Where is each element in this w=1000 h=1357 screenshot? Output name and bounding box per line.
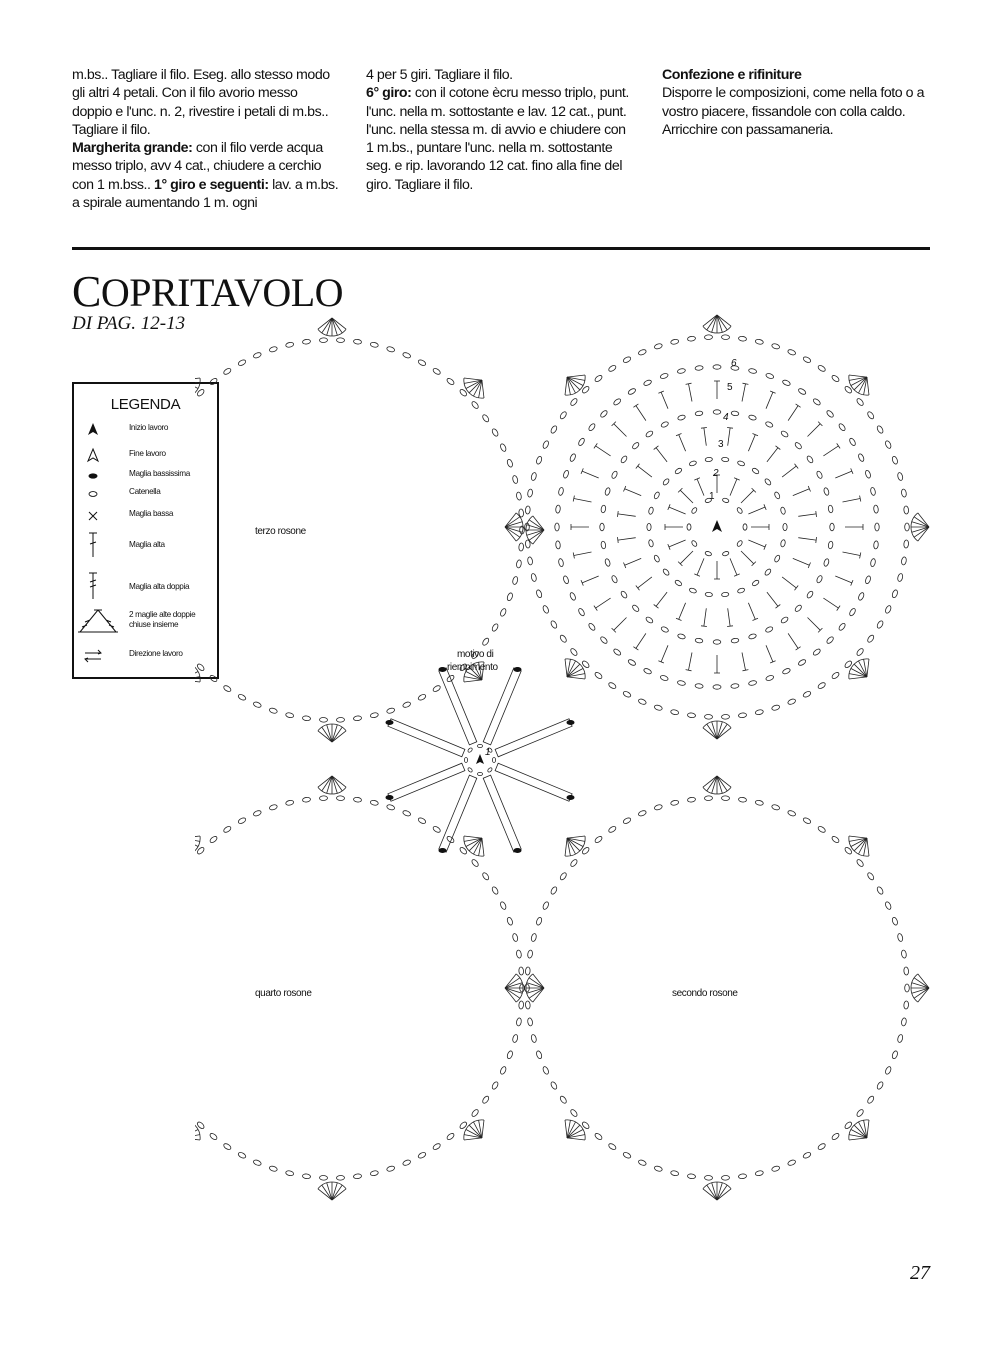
round-number-2: 2 <box>712 468 719 479</box>
start-arrow-icon <box>88 423 98 435</box>
end-arrow-icon <box>86 447 100 463</box>
bold-heading: Margherita grande: <box>72 140 193 157</box>
paragraph-text: lav. a m.bs. a spirale aumentando 1 m. o… <box>72 176 339 212</box>
diagram-drawing <box>195 314 930 1201</box>
section-heading: Confezione e rifiniture <box>662 67 802 83</box>
text-column-1: m.bs.. Tagliare il filo. Eseg. allo stes… <box>72 66 340 212</box>
cluster-stitch-icon <box>78 609 118 633</box>
title-initial: C <box>72 267 101 316</box>
round-number-6: 6 <box>731 358 737 369</box>
treble-crochet-icon <box>89 572 97 599</box>
legend-box: LEGENDA Inizio lavoro Fine lavoro Maglia… <box>72 382 219 679</box>
round-number-3: 3 <box>718 439 724 450</box>
label-motivo-line1: motivo di <box>457 649 494 660</box>
legend-item-single-crochet: Maglia bassa <box>74 506 217 526</box>
bold-heading: 6° giro: <box>366 85 412 102</box>
legend-item-chain: Catenella <box>74 484 217 504</box>
label-quarto-rosone: quarto rosone <box>255 988 312 999</box>
paragraph: Margherita grande: con il filo verde acq… <box>72 139 340 212</box>
legend-item-slip-stitch: Maglia bassissima <box>74 466 217 486</box>
paragraph: Disporre le composizioni, come nella fot… <box>662 85 925 138</box>
legend-label: Direzione lavoro <box>129 649 183 658</box>
legend-label: Maglia alta doppia <box>129 582 190 591</box>
paragraph: m.bs.. Tagliare il filo. Eseg. allo stes… <box>72 67 330 138</box>
legend-item-double-crochet: Maglia alta <box>74 530 217 560</box>
single-crochet-icon <box>88 511 98 521</box>
label-terzo-rosone: terzo rosone <box>255 526 307 537</box>
crochet-diagram: terzo rosone motivo di riempimento quart… <box>195 314 930 1201</box>
round-number-4: 4 <box>723 412 729 423</box>
center-round-number: 1 <box>485 747 490 758</box>
chain-stitch-icon <box>88 491 98 497</box>
double-crochet-icon <box>89 532 97 557</box>
text-column-2: 4 per 5 giri. Tagliare il filo. 6° giro:… <box>366 66 636 194</box>
legend-item-cluster: 2 maglie alte doppie chiuse insieme <box>74 606 217 636</box>
slip-stitch-icon <box>88 473 98 479</box>
paragraph: 6° giro: con il cotone ècru messo triplo… <box>366 84 636 194</box>
paragraph: Confezione e rifiniture <box>662 66 930 84</box>
legend-label: Maglia bassa <box>129 509 174 518</box>
page-subtitle: DI PAG. 12-13 <box>72 313 186 334</box>
legend-label: Maglia alta <box>129 540 165 549</box>
legend-label: Maglia bassissima <box>129 469 190 478</box>
legend-item-direction: Direzione lavoro <box>74 646 217 666</box>
horizontal-rule <box>72 247 930 250</box>
page-title: COPRITAVOLO <box>72 267 344 316</box>
label-secondo-rosone: secondo rosone <box>672 988 738 999</box>
label-motivo-line2: riempimento <box>447 662 498 673</box>
text-column-3: Confezione e rifiniture Disporre le comp… <box>662 66 930 139</box>
legend-title: LEGENDA <box>110 396 181 413</box>
paragraph: 4 per 5 giri. Tagliare il filo. <box>366 67 513 83</box>
paragraph-text: con il filo verde acqua messo triplo, av… <box>72 140 323 193</box>
legend-item-start: Inizio lavoro <box>74 420 217 440</box>
legend-label: Catenella <box>129 487 161 496</box>
round-number-1: 1 <box>709 491 715 502</box>
direction-arrows-icon <box>84 649 102 663</box>
round-number-5: 5 <box>727 382 733 393</box>
paragraph-text: con il cotone ècru messo triplo, punt. l… <box>366 85 629 193</box>
legend-item-end: Fine lavoro <box>74 446 217 466</box>
legend-label: 2 maglie alte doppie chiuse insieme <box>129 610 196 629</box>
legend-label: Fine lavoro <box>129 449 166 458</box>
page-number: 27 <box>910 1262 930 1284</box>
legend-item-treble-crochet: Maglia alta doppia <box>74 570 217 602</box>
legend-label: Inizio lavoro <box>129 423 169 432</box>
bold-heading: 1° giro e seguenti: <box>154 176 269 193</box>
title-rest: OPRITAVOLO <box>100 270 344 315</box>
